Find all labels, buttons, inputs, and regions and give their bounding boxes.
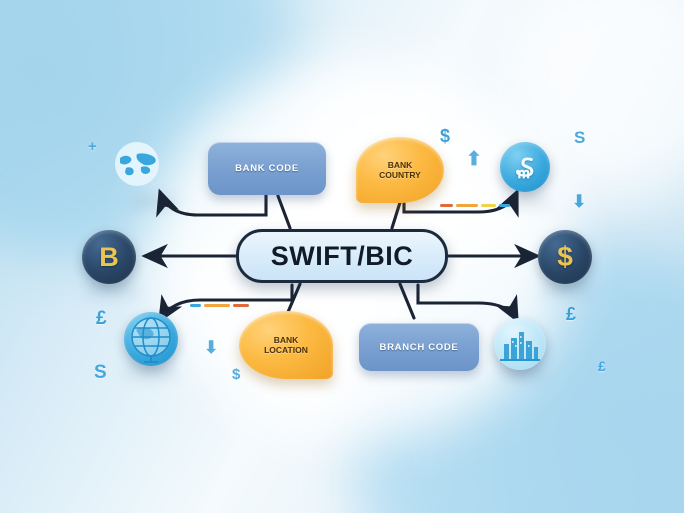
icon-node-globe[interactable] <box>124 312 178 366</box>
dollar-icon: $ <box>557 241 573 272</box>
node-branch-code[interactable]: BRANCH CODE <box>359 323 479 371</box>
node-bank-location-label: BANK LOCATION <box>264 334 308 355</box>
icon-node-currency-alt[interactable]: ₷ <box>500 142 550 192</box>
node-bank-country[interactable]: BANK COUNTRY <box>356 137 444 203</box>
icon-node-cityscape[interactable] <box>494 318 546 370</box>
central-node-swift-bic[interactable]: SWIFT/BIC <box>236 229 448 283</box>
node-bank-code-label: BANK CODE <box>235 163 299 174</box>
node-bank-country-label: BANK COUNTRY <box>379 159 421 180</box>
icon-node-world-map[interactable] <box>108 138 166 192</box>
node-branch-code-label: BRANCH CODE <box>379 341 459 353</box>
bitcoin-b-icon: B <box>99 241 119 272</box>
node-bank-code[interactable]: BANK CODE <box>208 142 326 195</box>
currency-icon: ₷ <box>515 154 535 182</box>
icon-node-currency-b[interactable]: B <box>82 230 136 284</box>
icon-node-currency-usd[interactable]: $ <box>538 230 592 284</box>
world-map-icon <box>115 142 159 186</box>
globe-icon <box>131 317 171 363</box>
central-node-label: SWIFT/BIC <box>270 240 414 271</box>
node-bank-location[interactable]: BANK LOCATION <box>239 311 333 379</box>
cityscape-icon <box>500 332 540 361</box>
